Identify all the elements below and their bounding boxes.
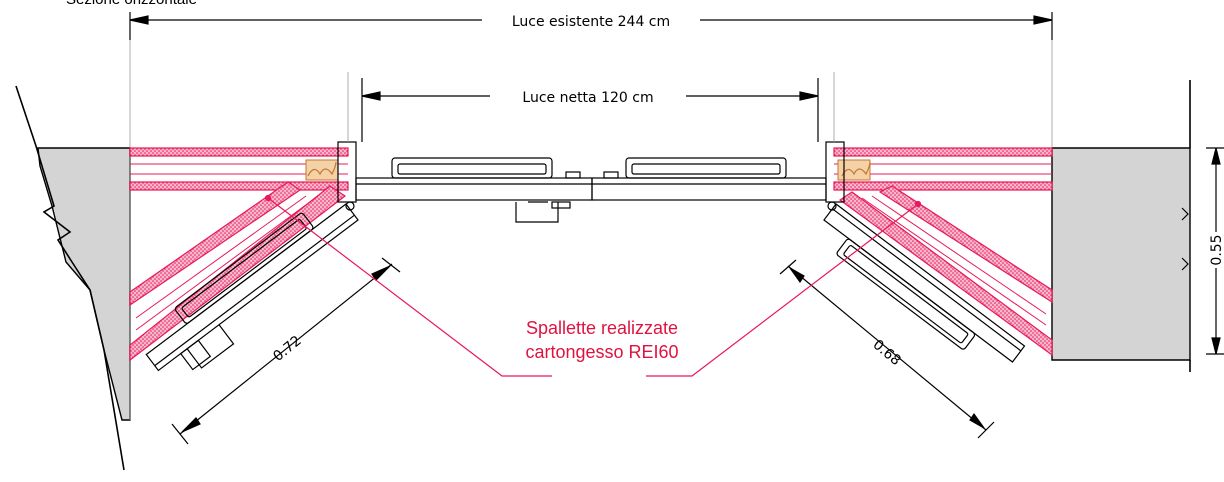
left-leaf-dimension <box>171 257 401 445</box>
right-leaf-open <box>823 203 1026 363</box>
left-plasterboard-jamb <box>129 147 349 362</box>
right-plasterboard-jamb <box>833 147 1053 357</box>
right-leaf-width-label: 0.68 <box>869 337 903 369</box>
note-line-1: Spallette realizzate <box>526 318 678 338</box>
overall-opening-label: Luce esistente 244 cm <box>512 14 670 30</box>
reveal-depth-dimension <box>1181 147 1224 355</box>
overall-opening-dimension <box>129 12 1053 40</box>
right-wall <box>1051 40 1191 372</box>
drawing-title: Sezione orizzontale <box>66 0 197 8</box>
clear-opening-dimension <box>347 72 835 142</box>
right-leaf-dimension <box>779 259 995 439</box>
left-leaf-open <box>145 203 359 372</box>
note-leader-lines <box>264 194 922 377</box>
reveal-depth-label: 0.55 <box>1209 234 1224 265</box>
note-line-2: cartongesso REI60 <box>525 342 678 362</box>
door-leaves-closed <box>355 157 827 223</box>
clear-opening-label: Luce netta 120 cm <box>522 90 653 106</box>
left-wall <box>15 40 131 471</box>
